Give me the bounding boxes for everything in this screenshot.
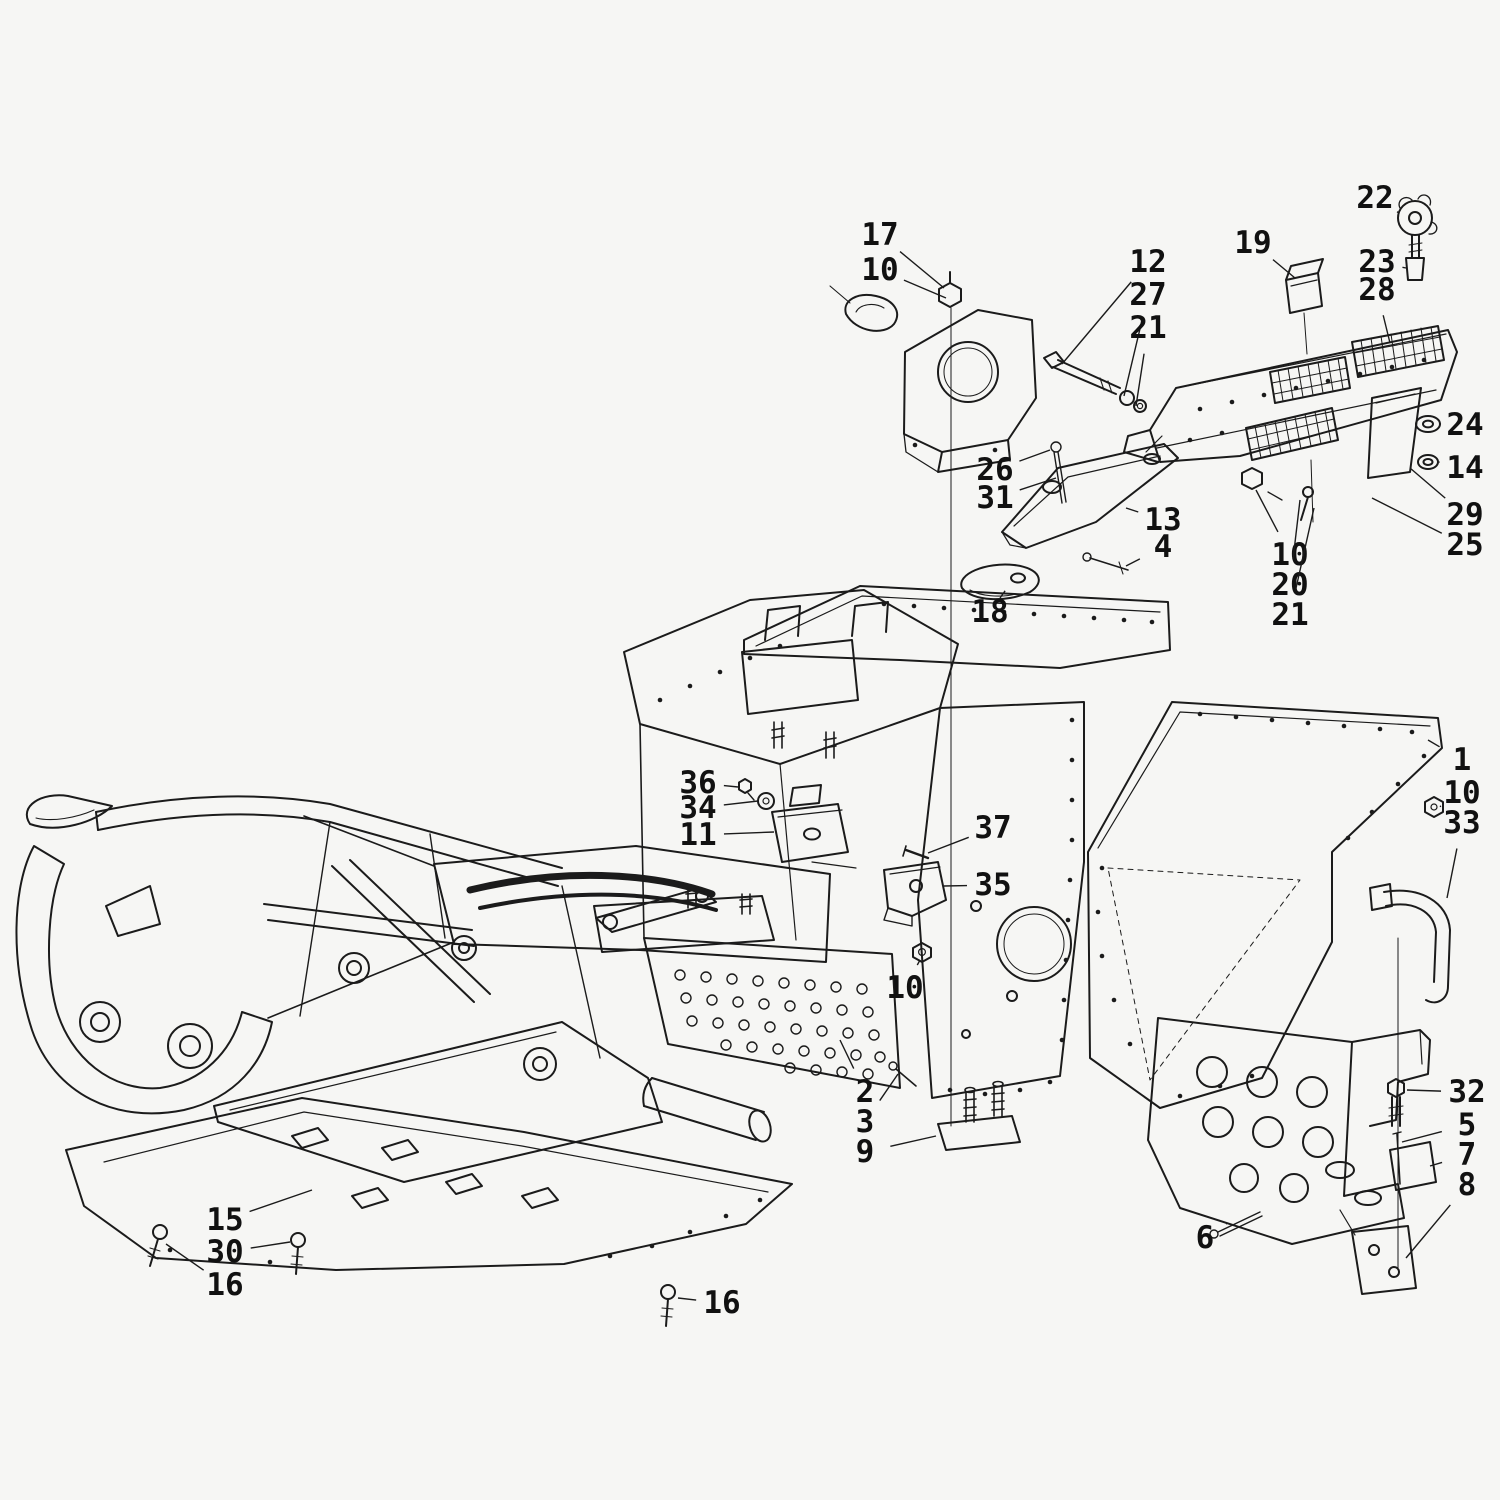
callout-leader-line	[1061, 281, 1132, 365]
console-bracket	[829, 271, 1037, 1127]
part-callout-11: 11	[679, 817, 716, 853]
callout-leader-line	[1427, 739, 1440, 748]
callout-leader-line	[1401, 1130, 1443, 1143]
callout-leader-line	[1396, 211, 1400, 214]
part-callout-33: 33	[1443, 805, 1480, 841]
callout-leader-line	[1429, 1161, 1443, 1167]
callout-leader-line	[916, 959, 921, 966]
part-callout-20: 20	[1271, 567, 1308, 603]
part-callout-12: 12	[1129, 244, 1166, 280]
callout-leader-line	[879, 1073, 899, 1101]
diagram-line-art	[15, 194, 1458, 1327]
main-frame-tunnel	[267, 585, 1171, 1099]
part-callout-8: 8	[1458, 1167, 1477, 1203]
carriage-bolt-and-spacers	[1043, 351, 1147, 413]
part-callout-35: 35	[974, 867, 1011, 903]
footrest-bracket	[1147, 937, 1437, 1295]
callout-leader-line	[1446, 848, 1458, 899]
part-callout-30: 30	[206, 1234, 243, 1270]
callout-leader-line	[1292, 499, 1301, 560]
callout-leader-line	[250, 1241, 291, 1249]
part-callout-18: 18	[971, 594, 1008, 630]
callout-leader-line	[890, 1135, 937, 1147]
part-callout-1: 1	[1453, 742, 1472, 778]
part-callout-5: 5	[1458, 1107, 1477, 1143]
part-callout-17: 17	[861, 217, 898, 253]
part-callout-7: 7	[1458, 1137, 1477, 1173]
callout-leader-line	[1382, 315, 1391, 344]
side-panel	[1087, 701, 1443, 1109]
part-callout-29: 29	[1446, 497, 1483, 533]
part-callout-19: 19	[1234, 225, 1271, 261]
part-callout-6: 6	[1196, 1220, 1215, 1256]
callout-leader-line	[723, 784, 739, 788]
callout-leader-line	[723, 800, 759, 806]
part-callout-21: 21	[1271, 597, 1308, 633]
callout-leader-line	[899, 251, 945, 289]
callout-leader-line	[1409, 467, 1446, 499]
part-callout-27: 27	[1129, 277, 1166, 313]
part-callout-22: 22	[1356, 180, 1393, 216]
bracket-11-group	[738, 778, 857, 869]
callout-leader-line	[903, 279, 947, 299]
callout-leader-line	[723, 831, 775, 835]
callout-leader-line	[1125, 507, 1139, 513]
part-callout-37: 37	[974, 810, 1011, 846]
part-callout-36: 36	[679, 765, 716, 801]
callout-leader-line	[1406, 1089, 1442, 1092]
part-callout-24: 24	[1446, 407, 1483, 443]
part-callout-10: 10	[861, 252, 898, 288]
callout-leader-line	[165, 1243, 205, 1271]
part-callout-21: 21	[1129, 310, 1166, 346]
part-callout-10: 10	[1271, 537, 1308, 573]
callout-leader-line	[999, 590, 1006, 599]
part-callout-31: 31	[976, 480, 1013, 516]
callout-leader-line	[1255, 489, 1279, 533]
part-callout-14: 14	[1446, 450, 1483, 486]
rivet-dots	[167, 357, 1427, 1265]
part-callout-16: 16	[703, 1285, 740, 1321]
callout-leader-line	[1402, 266, 1407, 269]
front-bumper-frame	[15, 794, 772, 1183]
callout-leader-line	[1295, 507, 1315, 590]
callout-leader-line	[1439, 805, 1442, 808]
part-callout-13: 13	[1144, 502, 1181, 538]
running-board	[1123, 194, 1458, 523]
support-bracket	[1001, 441, 1179, 575]
callout-leader-line	[1371, 497, 1443, 534]
callout-leader-line	[1125, 558, 1141, 567]
callout-leader-line	[1019, 449, 1051, 462]
callout-leader-line	[1019, 477, 1057, 491]
callout-leader-line	[839, 1039, 855, 1069]
part-callout-4: 4	[1154, 529, 1173, 565]
part-callout-28: 28	[1358, 272, 1395, 308]
belly-pan	[65, 1097, 793, 1327]
part-callout-10: 10	[886, 970, 923, 1006]
bracket-35-group	[883, 845, 947, 963]
callout-leader-line	[927, 836, 969, 854]
part-callout-3: 3	[856, 1104, 875, 1140]
callout-leader-line	[1135, 353, 1145, 407]
callout-leader-line	[1123, 320, 1143, 397]
hook-bracket	[1369, 796, 1451, 1004]
part-callout-9: 9	[856, 1134, 875, 1170]
part-callout-15: 15	[206, 1202, 243, 1238]
part-callout-23: 23	[1358, 244, 1395, 280]
callout-leader-line	[677, 1297, 697, 1301]
part-callout-26: 26	[976, 452, 1013, 488]
part-callout-25: 25	[1446, 527, 1483, 563]
part-callout-34: 34	[679, 790, 716, 826]
part-callout-10: 10	[1443, 775, 1480, 811]
part-callout-16: 16	[206, 1267, 243, 1303]
callout-leader-line	[249, 1189, 313, 1213]
part-callout-32: 32	[1448, 1074, 1485, 1110]
stud-plate-group	[888, 1061, 1021, 1151]
callout-leader-line	[1405, 1204, 1451, 1259]
callout-leader-line	[1272, 259, 1296, 279]
part-callout-2: 2	[856, 1074, 875, 1110]
